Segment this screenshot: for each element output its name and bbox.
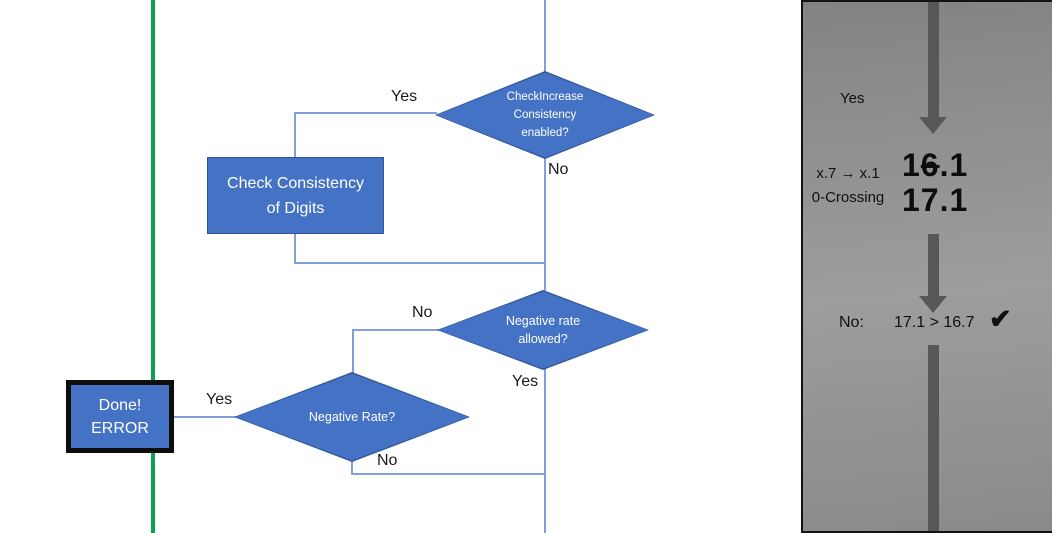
check-mark-icon: ✔ [989,304,1012,334]
edge-label-yes-bottom: Yes [206,391,233,408]
result-comparison: 17.1 > 16.7 [894,314,975,331]
old-value: 16.1 [902,148,968,183]
down-arrow-shaft-2 [928,234,939,296]
decision-check-increase-enabled: CheckIncrease Consistency enabled? [435,71,655,159]
old-value-suffix: .1 [939,147,969,183]
process-label-line: Check Consistency [227,174,364,192]
old-value-prefix: 1 [902,147,921,183]
terminal-done-error: Done! ERROR [66,380,174,453]
decision-label-line: allowed? [518,332,568,346]
panel-note-rule: x.7 → x.1 [816,165,880,182]
connector-merge-horizontal [294,262,545,264]
connector-yes-bottom-horizontal [172,416,236,418]
connector-yes-top-vertical [294,112,296,158]
process-label-line: of Digits [266,199,325,217]
panel-yes-label: Yes [840,90,865,107]
connector-no-mid-vertical [352,329,354,373]
edge-label-no-mid: No [412,304,433,321]
down-arrow-shaft-3 [928,345,939,531]
edge-label-yes-top: Yes [391,88,418,105]
edge-label-no-top: No [548,161,569,178]
connector-yes-top-horizontal [294,112,437,114]
decision-label-line: Consistency [513,109,577,121]
down-arrow-shaft-1 [928,2,939,117]
swimlane-divider-line [151,0,155,533]
process-check-consistency-of-digits: Check Consistency of Digits [207,157,384,234]
new-value: 17.1 [902,182,969,218]
edge-label-no-bottom: No [377,452,398,469]
decision-negative-rate: Negative Rate? [234,372,470,462]
terminal-label-line: Done! [98,396,142,414]
down-arrow-head-1 [919,117,947,134]
down-arrow-head-2 [919,296,947,313]
old-value-struck: 6 [920,147,940,183]
annotation-panel: Yes x.7 → x.1 0-Crossing 16.1 17.1 No: 1… [801,0,1052,533]
edge-label-yes-mid: Yes [512,373,539,390]
decision-label-line: enabled? [521,127,569,139]
panel-note: x.7 → x.1 0-Crossing [803,162,893,210]
result-no-label: No: [839,314,864,331]
panel-note-zero-crossing: 0-Crossing [811,189,885,206]
decision-label-line: Negative Rate? [308,410,396,424]
connector-no-mid-horizontal [352,329,439,331]
decision-negative-rate-allowed: Negative rate allowed? [437,290,649,370]
connector-main-vertical [544,0,546,533]
connector-no-bottom-horizontal [351,473,545,475]
decision-label-line: CheckIncrease [506,91,584,103]
decision-label-line: Negative rate [505,314,581,328]
terminal-label-line: ERROR [91,419,149,437]
panel-values: 16.1 17.1 [902,148,968,218]
connector-no-bottom-vertical [351,461,353,475]
connector-box-down-vertical [294,233,296,264]
